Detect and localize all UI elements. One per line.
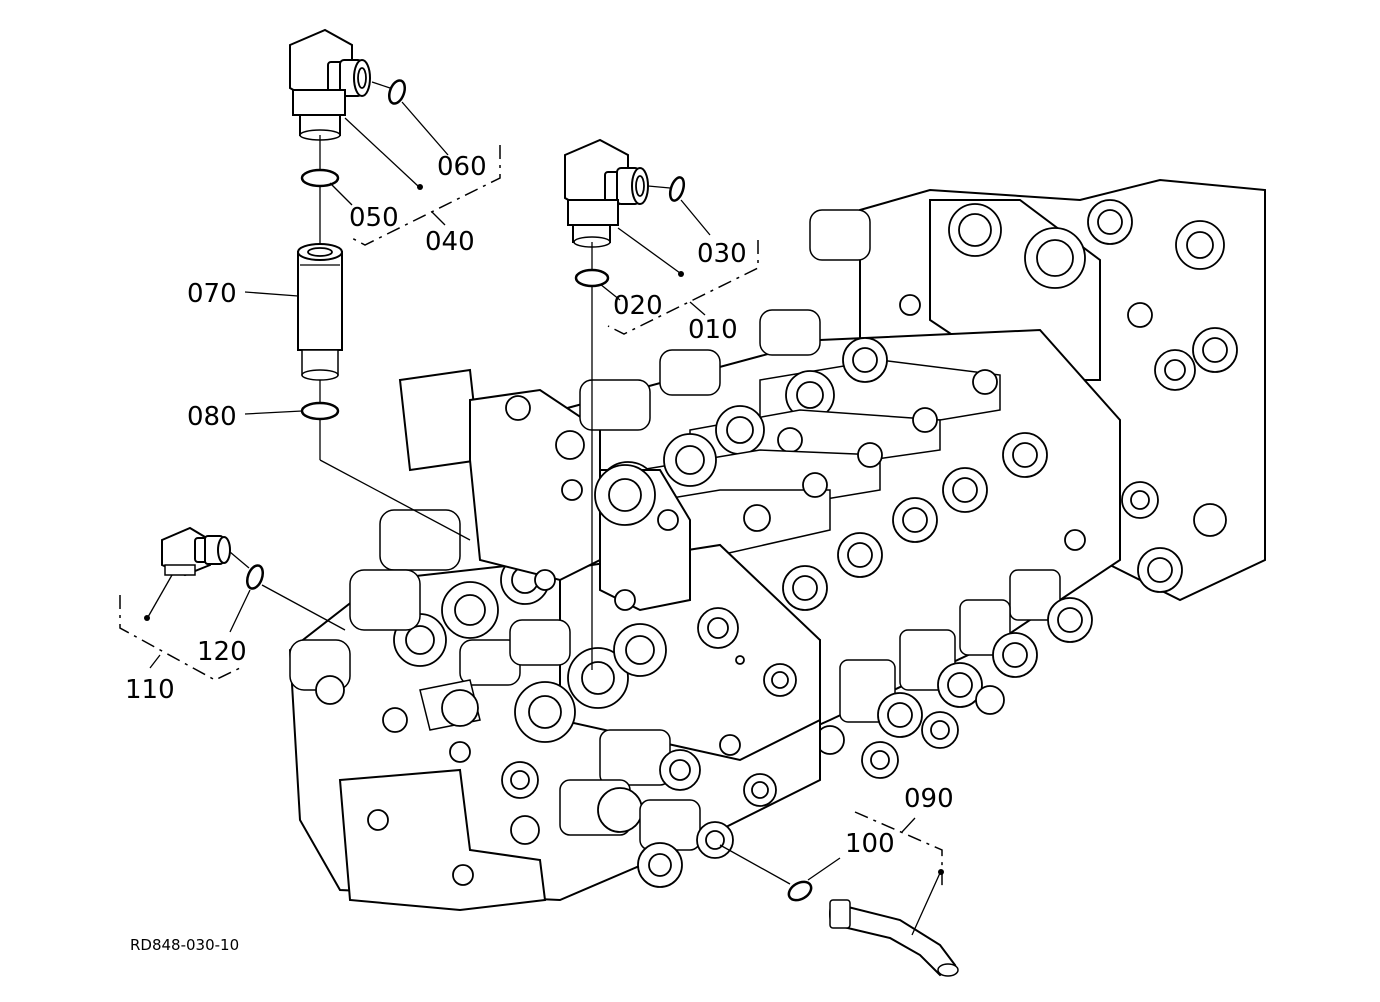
front-spools bbox=[559, 729, 777, 888]
leader-lines bbox=[144, 81, 944, 936]
o-ring-120 bbox=[245, 564, 265, 590]
o-ring-050 bbox=[300, 168, 340, 188]
control-valve-body bbox=[288, 178, 1266, 912]
elbow-fitting-010 bbox=[564, 138, 649, 248]
o-ring-080 bbox=[300, 401, 340, 421]
callout-020: 020 bbox=[613, 291, 663, 321]
spool-caps bbox=[815, 569, 1093, 779]
callout-120: 120 bbox=[197, 637, 247, 667]
bent-tube-090 bbox=[829, 899, 959, 977]
callout-labels: 060 050 040 070 080 030 020 010 120 110 … bbox=[125, 152, 954, 954]
o-ring-100 bbox=[787, 880, 813, 902]
callout-090: 090 bbox=[904, 784, 954, 814]
callout-030: 030 bbox=[697, 239, 747, 269]
o-ring-030 bbox=[668, 176, 686, 202]
o-ring-060 bbox=[387, 79, 407, 105]
callout-110: 110 bbox=[125, 675, 175, 705]
callout-100: 100 bbox=[845, 829, 895, 859]
callout-010: 010 bbox=[688, 315, 738, 345]
o-ring-020 bbox=[574, 268, 610, 288]
callout-070: 070 bbox=[187, 279, 237, 309]
drawing-code: RD848-030-10 bbox=[130, 936, 239, 954]
group-brackets bbox=[119, 145, 943, 890]
elbow-fitting-110 bbox=[161, 526, 231, 577]
callout-080: 080 bbox=[187, 402, 237, 432]
callout-060: 060 bbox=[437, 152, 487, 182]
callout-040: 040 bbox=[425, 227, 475, 257]
adapter-070 bbox=[297, 243, 343, 381]
elbow-fitting-040 bbox=[289, 28, 371, 141]
callout-050: 050 bbox=[349, 203, 399, 233]
